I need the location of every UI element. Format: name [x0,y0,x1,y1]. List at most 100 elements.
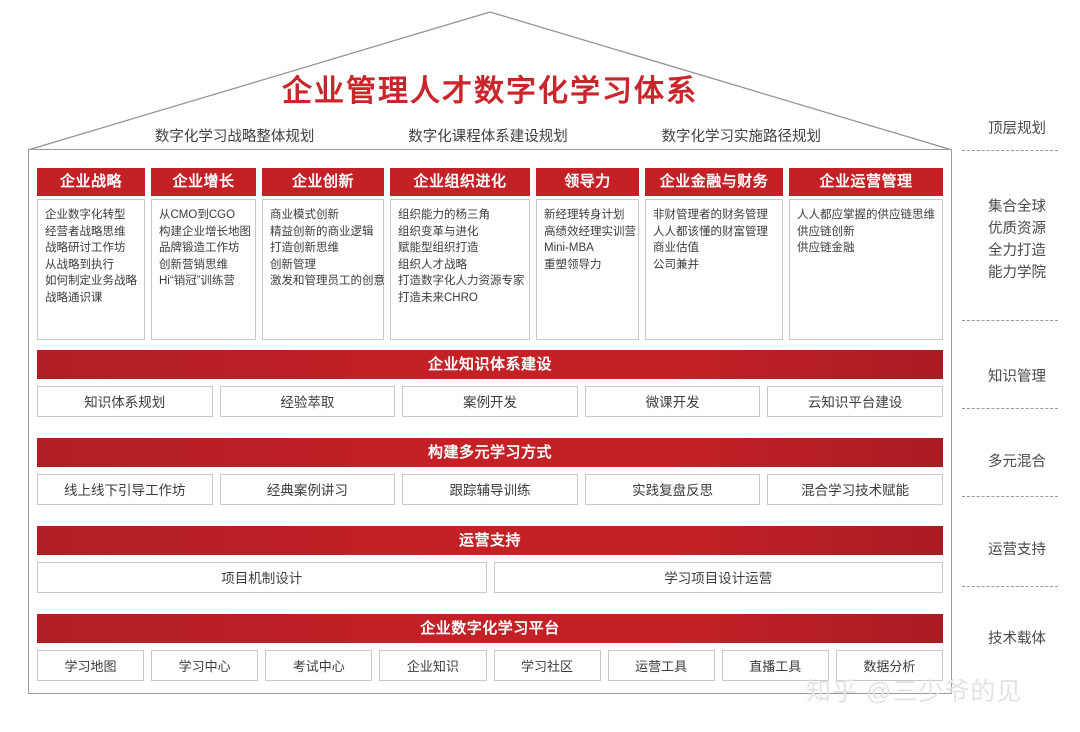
roof-outline [27,11,953,151]
rail-label-tech-carrier: 技术载体 [988,631,1046,647]
pillar-growth[interactable]: 企业增长 从CMO到CGO 构建企业增长地图 品牌锻造工作坊 创新营销思维 Hi… [151,168,256,340]
block-cells: 知识体系规划 经验萃取 案例开发 微课开发 云知识平台建设 [37,386,943,417]
pillar-items: 从CMO到CGO 构建企业增长地图 品牌锻造工作坊 创新营销思维 Hi“销冠”训… [151,199,256,340]
pillar-title: 企业增长 [151,168,256,196]
block-cell[interactable]: 云知识平台建设 [767,386,943,417]
block-cells: 项目机制设计 学习项目设计运营 [37,562,943,593]
pillar-item: 从CMO到CGO [159,209,236,221]
pillar-item: 品牌锻造工作坊 [159,242,240,254]
block-cell[interactable]: 数据分析 [835,650,943,681]
block-blended-learning: 构建多元学习方式 线上线下引导工作坊 经典案例讲习 跟踪辅导训练 实践复盘反思 … [37,438,943,505]
pillar-items: 组织能力的杨三角 组织变革与进化 赋能型组织打造 组织人才战略 打造数字化人力资… [390,199,530,340]
pillar-strategy[interactable]: 企业战略 企业数字化转型 经营者战略思维 战略研讨工作坊 从战略到执行 如何制定… [37,168,145,340]
pillar-item: 供应链创新 [797,225,855,238]
block-cell[interactable]: 经验萃取 [219,386,396,417]
block-cells: 学习地图 学习中心 考试中心 企业知识 学习社区 运营工具 直播工具 数据分析 [37,650,943,681]
rail-label-knowledge-mgmt: 知识管理 [988,369,1046,385]
block-cell[interactable]: 跟踪辅导训练 [402,474,578,505]
pillar-organization[interactable]: 企业组织进化 组织能力的杨三角 组织变革与进化 赋能型组织打造 组织人才战略 打… [390,168,530,340]
pillar-item: 打造未来CHRO [398,291,478,304]
pillar-leadership[interactable]: 领导力 新经理转身计划 高绩效经理实训营 Mini-MBA 重塑领导力 [536,168,639,340]
pillar-item: 组织变革与进化 [398,225,479,238]
block-cell[interactable]: 线上线下引导工作坊 [37,474,213,505]
pillar-items: 非财管理者的财务管理 人人都该懂的财富管理 商业估值 公司兼并 [645,199,783,340]
pillar-item: 商业模式创新 [270,209,339,221]
block-operations-support: 运营支持 项目机制设计 学习项目设计运营 [37,526,943,593]
rail-divider [962,408,1058,409]
block-banner: 企业知识体系建设 [37,350,943,379]
pillar-item: 激发和管理员工的创意 [270,275,385,287]
pillar-row: 企业战略 企业数字化转型 经营者战略思维 战略研讨工作坊 从战略到执行 如何制定… [37,168,943,340]
house-body: 企业战略 企业数字化转型 经营者战略思维 战略研讨工作坊 从战略到执行 如何制定… [28,149,952,694]
house-body-inner: 企业战略 企业数字化转型 经营者战略思维 战略研讨工作坊 从战略到执行 如何制定… [37,158,943,685]
pillar-operations[interactable]: 企业运营管理 人人都应掌握的供应链思维 供应链创新 供应链金融 [789,168,943,340]
pillar-item: 组织人才战略 [398,258,467,271]
block-cell[interactable]: 经典案例讲习 [219,474,396,505]
block-banner: 运营支持 [37,526,943,555]
pillar-item: 公司兼并 [653,258,699,271]
rail-label-capability-academy: 集合全球 优质资源 全力打造 能力学院 [988,199,1046,281]
pillar-item: 从战略到执行 [45,258,114,271]
planning-item-3: 数字化学习实施路径规划 [661,128,822,145]
pillar-item: 战略通识课 [45,291,103,304]
rail-divider [962,150,1058,151]
planning-item-2: 数字化课程体系建设规划 [408,128,568,145]
pillar-item: 经营者战略思维 [45,225,126,238]
block-cell[interactable]: 学习社区 [493,650,601,681]
block-cell[interactable]: 企业知识 [379,650,487,681]
rail-label-top-design: 顶层规划 [988,121,1046,137]
block-cell[interactable]: 学习中心 [151,650,259,681]
block-cell[interactable]: 案例开发 [402,386,578,417]
pillar-items: 人人都应掌握的供应链思维 供应链创新 供应链金融 [789,199,943,340]
pillar-item: 组织能力的杨三角 [398,209,490,221]
pillar-items: 企业数字化转型 经营者战略思维 战略研讨工作坊 从战略到执行 如何制定业务战略 … [37,199,145,340]
pillar-item: 人人都应掌握的供应链思维 [797,209,935,221]
pillar-title: 企业创新 [262,168,384,196]
pillar-finance[interactable]: 企业金融与财务 非财管理者的财务管理 人人都该懂的财富管理 商业估值 公司兼并 [645,168,783,340]
pillar-item: 精益创新的商业逻辑 [270,225,374,238]
block-cell[interactable]: 实践复盘反思 [584,474,761,505]
block-cell[interactable]: 直播工具 [721,650,829,681]
pillar-item: Hi“销冠”训练营 [159,275,236,287]
watermark: 知乎 @三少爷的见 [806,678,1023,706]
pillar-item: 创新管理 [270,258,316,271]
pillar-title: 企业运营管理 [789,168,943,196]
rail-divider [962,320,1058,321]
pillar-item: 供应链金融 [797,242,855,254]
pillar-item: 构建企业增长地图 [159,225,251,238]
pillar-items: 新经理转身计划 高绩效经理实训营 Mini-MBA 重塑领导力 [536,199,639,340]
block-cell[interactable]: 微课开发 [584,386,761,417]
page-title: 企业管理人才数字化学习体系 [282,75,698,108]
block-cell[interactable]: 学习项目设计运营 [493,562,943,593]
pillar-title: 领导力 [536,168,639,196]
pillar-item: 赋能型组织打造 [398,242,479,254]
block-cell[interactable]: 考试中心 [265,650,373,681]
pillar-items: 商业模式创新 精益创新的商业逻辑 打造创新思维 创新管理 激发和管理员工的创意 [262,199,385,340]
top-planning-row: 数字化学习战略整体规划 数字化课程体系建设规划 数字化学习实施路径规划 [108,122,868,148]
rail-label-blended: 多元混合 [988,454,1046,470]
pillar-item: 如何制定业务战略 [45,275,137,287]
right-label-rail: 顶层规划 集合全球 优质资源 全力打造 能力学院 知识管理 多元混合 运营支持 … [962,108,1072,708]
pillar-innovation[interactable]: 企业创新 商业模式创新 精益创新的商业逻辑 打造创新思维 创新管理 激发和管理员… [262,168,385,340]
block-cell[interactable]: 知识体系规划 [37,386,213,417]
pillar-item: 打造数字化人力资源专家 [398,275,525,287]
pillar-item: 创新营销思维 [159,258,228,271]
rail-label-ops-support: 运营支持 [988,542,1046,558]
pillar-item: 重塑领导力 [544,258,602,271]
pillar-item: 人人都该懂的财富管理 [653,225,768,238]
pillar-item: 企业数字化转型 [45,209,126,221]
block-cell[interactable]: 运营工具 [607,650,715,681]
pillar-item: 打造创新思维 [270,242,339,254]
pillar-item: Mini-MBA [544,242,594,254]
pillar-title: 企业战略 [37,168,145,196]
pillar-item: 新经理转身计划 [544,209,625,221]
pillar-item: 高绩效经理实训营 [544,225,636,238]
block-cell[interactable]: 项目机制设计 [37,562,487,593]
block-cell[interactable]: 混合学习技术赋能 [767,474,943,505]
pillar-item: 非财管理者的财务管理 [653,209,768,221]
block-cell[interactable]: 学习地图 [37,650,145,681]
pillar-title: 企业组织进化 [390,168,530,196]
pillar-item: 战略研讨工作坊 [45,242,126,254]
pillar-title: 企业金融与财务 [645,168,783,196]
